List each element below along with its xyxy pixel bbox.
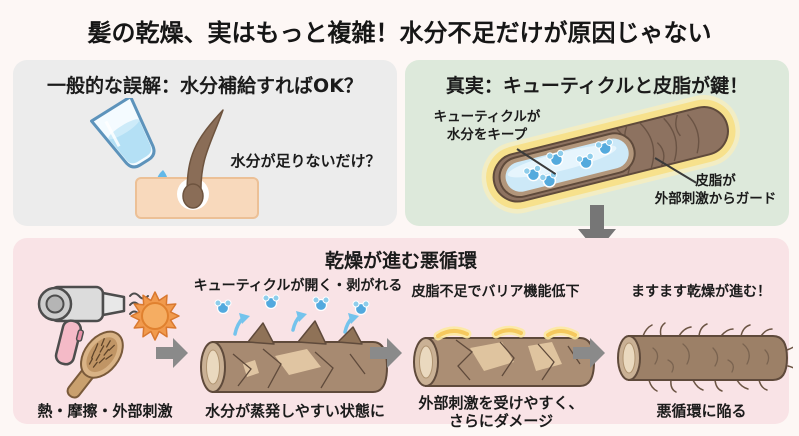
sebum-annotation: 皮脂が 外部刺激からガード	[643, 172, 788, 208]
hair-brush-icon	[66, 330, 124, 399]
hair-dryer-icon	[37, 285, 149, 366]
frizzy-hair-shaft-icon	[617, 322, 793, 393]
cuticle-annotation-line1: キューティクルが	[433, 109, 541, 125]
stage1-caption: 熱・摩擦・外部刺激	[37, 402, 173, 420]
cycle-title: 乾燥が進む悪循環	[324, 250, 477, 272]
page-title: 髪の乾燥、実はもっと複雑！水分不足だけが原因じゃない	[87, 19, 712, 47]
right-arrow-icon	[156, 338, 188, 368]
sebum-annotation-line1: 皮脂が	[695, 173, 736, 189]
stage4-label: ますます乾燥が進む！	[631, 284, 771, 300]
right-arrow-icon	[370, 338, 402, 368]
stage4-caption: 悪循環に陥る	[656, 402, 747, 420]
sebum-annotation-line2: 外部刺激からガード	[654, 191, 777, 208]
cycle-panel: 乾燥が進む悪循環	[13, 238, 793, 430]
stage3-caption: 外部刺激を受けやすく、 さらにダメージ	[401, 394, 601, 430]
stage3-caption-line1: 外部刺激を受けやすく、	[418, 394, 584, 412]
truth-heading: 真実：キューティクルと皮脂が鍵！	[445, 75, 749, 97]
cuticle-annotation-line2: 水分をキープ	[446, 127, 528, 144]
hair-follicle-icon	[135, 109, 259, 219]
hair-shaft-cutaway-icon	[481, 95, 740, 214]
damaged-hair-shaft-icon	[200, 294, 389, 393]
misconception-heading: 一般的な誤解：水分補給すればOK？	[47, 75, 363, 97]
stage2-label: キューティクルが開く・剥がれる	[193, 278, 403, 294]
water-molecule-icon	[214, 294, 370, 316]
right-arrow-icon	[573, 338, 605, 368]
misconception-panel: 一般的な誤解：水分補給すればOK？ 水分が足りないだけ？	[13, 60, 397, 226]
stage2-caption: 水分が蒸発しやすい状態に	[205, 402, 385, 420]
stage1-icons	[37, 285, 180, 399]
stage3-caption-line2: さらにダメージ	[448, 412, 554, 430]
evaporation-arrow-icon	[233, 311, 359, 336]
stage3-label: 皮脂不足でバリア機能低下	[411, 284, 580, 300]
sebum-patch-icon	[433, 325, 580, 341]
misconception-note: 水分が足りないだけ？	[230, 152, 381, 170]
cuticle-annotation: キューティクルが 水分をキープ	[417, 108, 557, 144]
sun-icon	[130, 291, 180, 341]
truth-panel: 真実：キューティクルと皮脂が鍵！ キューティクルが	[405, 60, 789, 226]
cracked-hair-shaft-icon	[413, 325, 596, 387]
water-glass-icon	[90, 98, 168, 186]
